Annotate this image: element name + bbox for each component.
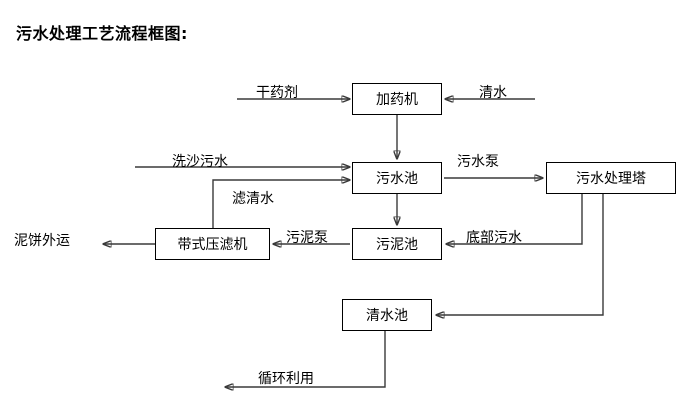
edge-label-sludge-pump: 污泥泵 xyxy=(286,230,328,246)
node-label: 加药机 xyxy=(376,92,418,108)
edge-label-clean-water: 清水 xyxy=(479,85,507,101)
edge-label-bottom-wastewater: 底部污水 xyxy=(466,230,522,246)
node-label: 污水处理塔 xyxy=(576,171,646,187)
node-label: 污水池 xyxy=(376,171,418,187)
edge-label-filtered-water: 滤清水 xyxy=(232,191,274,207)
node-wastewater-pool[interactable]: 污水池 xyxy=(352,162,442,194)
node-label: 污泥池 xyxy=(376,237,418,253)
node-treatment-tower[interactable]: 污水处理塔 xyxy=(546,162,676,194)
node-clear-water-pool[interactable]: 清水池 xyxy=(342,299,432,331)
page-title: 污水处理工艺流程框图: xyxy=(16,24,188,43)
edge-label-dry-chemical: 干药剂 xyxy=(256,85,298,101)
edge-label-wastewater-pump: 污水泵 xyxy=(457,154,499,170)
edge-label-sand-wash-water: 洗沙污水 xyxy=(172,154,228,170)
node-label: 带式压滤机 xyxy=(177,237,248,253)
node-dosing-machine[interactable]: 加药机 xyxy=(352,83,442,115)
edge-label-recycle-reuse: 循环利用 xyxy=(258,371,314,387)
edge-label-mud-cake-outbound: 泥饼外运 xyxy=(14,233,70,249)
wire-tower-to-clear-water-pool xyxy=(436,194,604,315)
node-sludge-pool[interactable]: 污泥池 xyxy=(352,228,442,260)
node-label: 清水池 xyxy=(366,308,408,324)
node-belt-filter-press[interactable]: 带式压滤机 xyxy=(155,228,270,260)
